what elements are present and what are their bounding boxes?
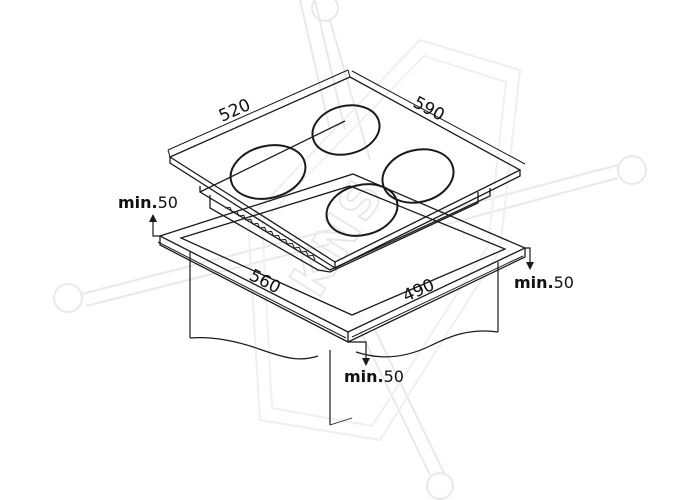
dimension-lines [157, 69, 526, 339]
clearance-arrows [149, 214, 534, 366]
hob [168, 76, 522, 273]
cooking-zone-front-left [229, 144, 307, 200]
side-clearance-arrow [525, 247, 531, 262]
cooking-zone-rear-right [381, 148, 455, 204]
watermark-circle-bottom [426, 472, 454, 500]
watermark-circle-left [53, 283, 83, 313]
clearance-labels: min.50 min.50 min.50 [118, 193, 574, 386]
rear-clearance-arrow [152, 222, 160, 237]
rear-clearance-label: min.50 [118, 193, 178, 212]
bottom-clearance-arrow [348, 341, 367, 358]
side-clearance-label: min.50 [514, 273, 574, 292]
bottom-clearance-label: min.50 [344, 367, 404, 386]
cooking-zone-front-right [325, 183, 399, 237]
watermark: KNS [53, 0, 647, 500]
watermark-circle-right [617, 155, 647, 185]
cooking-zone-rear-left [311, 104, 381, 156]
cabinet [189, 252, 499, 426]
